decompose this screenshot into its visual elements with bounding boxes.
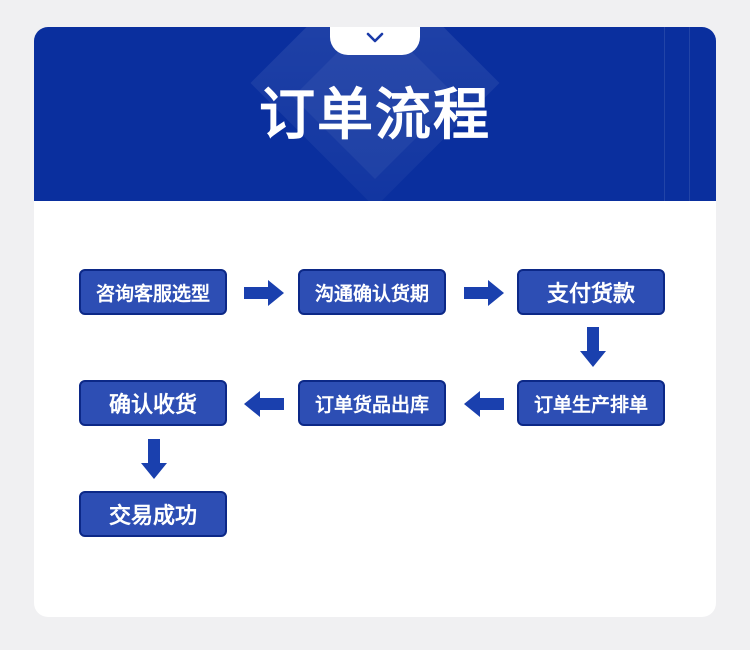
header-banner: 订单流程 (34, 27, 716, 201)
step-success: 交易成功 (79, 491, 227, 537)
step-confirm-period: 沟通确认货期 (298, 269, 446, 315)
arrow-right-icon (464, 280, 504, 306)
header-watermark-strip (664, 27, 690, 201)
step-pay: 支付货款 (517, 269, 665, 315)
arrow-down-icon (580, 327, 606, 367)
chevron-down-icon[interactable] (366, 31, 384, 45)
step-consult: 咨询客服选型 (79, 269, 227, 315)
step-ship: 订单货品出库 (298, 380, 446, 426)
page-title: 订单流程 (259, 83, 491, 148)
step-receive: 确认收货 (79, 380, 227, 426)
arrow-right-icon (244, 280, 284, 306)
step-schedule: 订单生产排单 (517, 380, 665, 426)
arrow-left-icon (244, 391, 284, 417)
arrow-left-icon (464, 391, 504, 417)
arrow-down-icon (141, 439, 167, 479)
